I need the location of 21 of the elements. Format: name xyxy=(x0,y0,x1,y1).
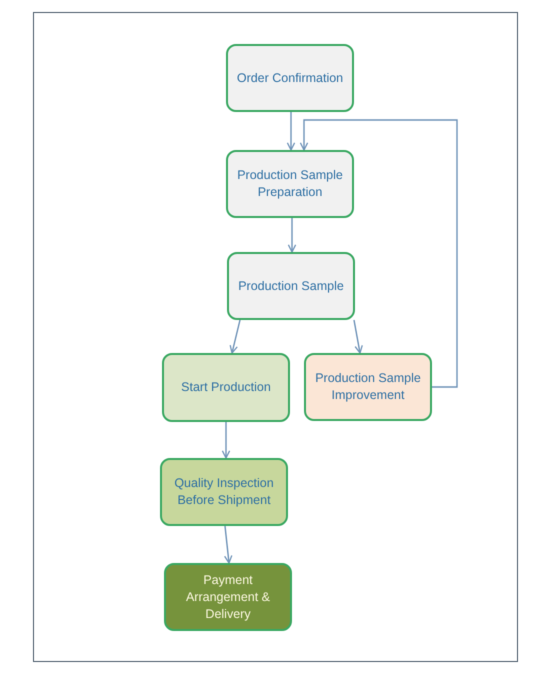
step-label: Order Confirmation xyxy=(236,70,344,86)
arrow xyxy=(230,320,241,354)
process-box xyxy=(226,150,354,218)
step-label: Start Production xyxy=(180,379,272,396)
step-label: Production Sample Improvement xyxy=(314,370,422,404)
step-label: Quality Inspection Before Shipment xyxy=(173,475,275,509)
process-box xyxy=(304,353,432,421)
process-box xyxy=(164,563,292,631)
arrow xyxy=(353,320,363,354)
process-box xyxy=(226,44,354,112)
process-box xyxy=(160,458,288,526)
process-box xyxy=(162,353,290,422)
arrow xyxy=(288,218,296,253)
arrow xyxy=(300,119,458,388)
arrow xyxy=(224,526,232,564)
step-label: Production Sample xyxy=(237,278,345,294)
arrow xyxy=(222,422,230,459)
step-label: Production Sample Preparation xyxy=(236,167,344,201)
arrow xyxy=(286,112,296,151)
process-box xyxy=(227,252,355,320)
step-label: Payment Arrangement & Delivery xyxy=(184,572,272,622)
